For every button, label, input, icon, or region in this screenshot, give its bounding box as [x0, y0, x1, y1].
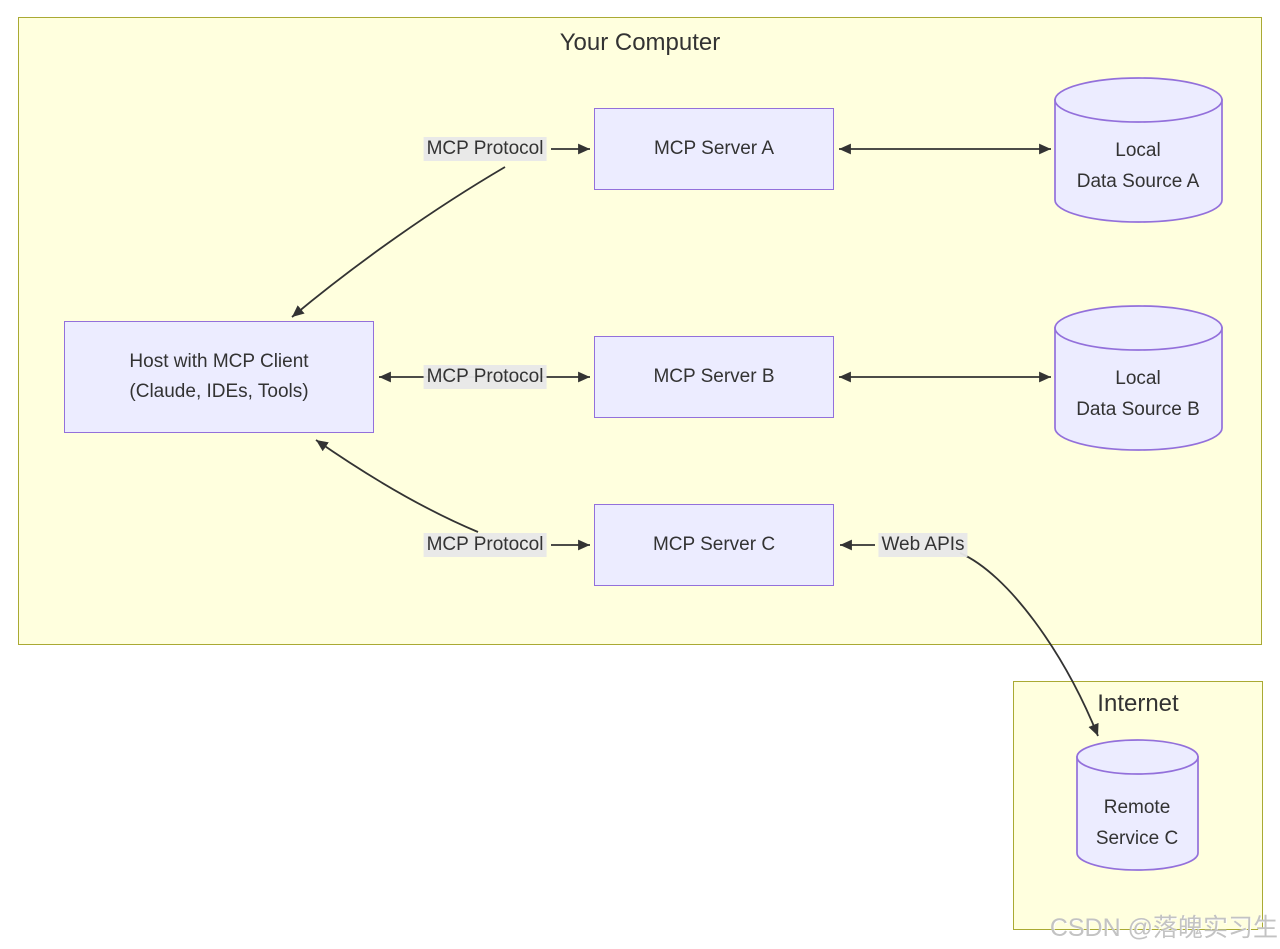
- node-data-b-line1: Local: [1115, 368, 1161, 389]
- edge-label-web-apis: Web APIs: [878, 533, 968, 557]
- node-mcp-server-a: MCP Server A: [594, 108, 834, 190]
- node-data-b-line2: Data Source B: [1076, 399, 1200, 420]
- node-data-a-line1: Local: [1115, 140, 1161, 161]
- node-data-b-text: Local Data Source B: [1076, 363, 1200, 425]
- node-mcp-server-a-label: MCP Server A: [653, 138, 775, 159]
- node-host-line1: Host with MCP Client: [129, 351, 309, 372]
- watermark: CSDN @落魄实习生: [1049, 914, 1278, 942]
- edge-label-mcp-protocol-c: MCP Protocol: [423, 533, 547, 557]
- node-remote-c-line1: Remote: [1103, 797, 1171, 818]
- node-remote-c-text: Remote Service C: [1096, 792, 1178, 854]
- node-host: Host with MCP Client (Claude, IDEs, Tool…: [64, 321, 374, 433]
- node-host-line2: (Claude, IDEs, Tools): [129, 381, 309, 402]
- node-mcp-server-b-label: MCP Server B: [653, 366, 775, 387]
- cluster-internet-title: Internet: [1097, 690, 1179, 717]
- node-mcp-server-b: MCP Server B: [594, 336, 834, 418]
- node-mcp-server-c: MCP Server C: [594, 504, 834, 586]
- node-mcp-server-c-label: MCP Server C: [652, 534, 776, 555]
- edge-label-mcp-protocol-a: MCP Protocol: [423, 137, 547, 161]
- node-remote-c-line2: Service C: [1095, 828, 1179, 849]
- node-data-a-line2: Data Source A: [1076, 171, 1200, 192]
- cluster-your-computer-title: Your Computer: [559, 29, 721, 56]
- edge-label-mcp-protocol-b: MCP Protocol: [423, 365, 547, 389]
- node-data-a-text: Local Data Source A: [1077, 135, 1200, 197]
